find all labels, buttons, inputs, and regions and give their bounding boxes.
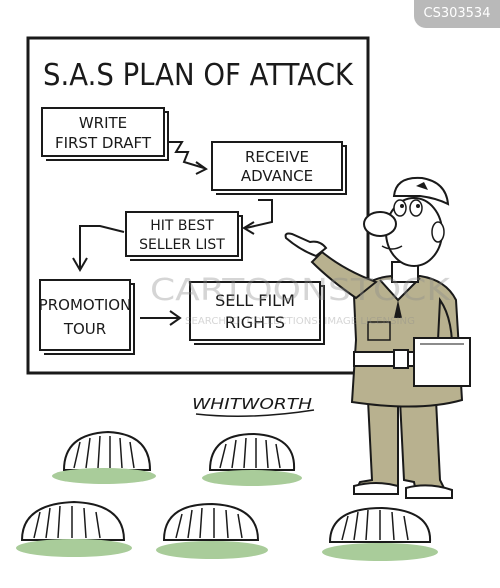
artist-signature: WHITWORTH	[192, 395, 312, 413]
audience-head-2	[202, 432, 302, 486]
box-promotion-tour: PROMOTION TOUR	[39, 279, 135, 355]
plan-board: S.A.S PLAN OF ATTACK WRITE FIRST DRAFT R…	[26, 36, 370, 375]
audience-head-4	[156, 502, 268, 559]
box-hit-best-seller-line2: SELLER LIST	[139, 237, 225, 253]
box-receive-advance-line2: ADVANCE	[241, 167, 313, 185]
soldier-legs	[354, 399, 399, 491]
box-promotion-tour-line2: TOUR	[63, 320, 106, 338]
box-promotion-tour-line1: PROMOTION	[39, 296, 132, 314]
arrow-draft-to-advance	[168, 141, 205, 169]
box-write-first-draft-line1: WRITE	[79, 114, 127, 132]
audience-head-5	[322, 506, 438, 561]
box-hit-best-seller-line1: HIT BEST	[150, 218, 214, 234]
soldier-beret	[392, 176, 450, 206]
box-write-first-draft: WRITE FIRST DRAFT	[41, 107, 169, 161]
box-sell-film-rights-line2: RIGHTS	[225, 313, 285, 332]
audience-heads	[16, 430, 438, 561]
box-receive-advance-line1: RECEIVE	[245, 148, 309, 166]
soldier-boot-left	[353, 482, 399, 495]
box-hit-best-seller: HIT BEST SELLER LIST	[125, 211, 243, 261]
soldier-figure	[284, 176, 471, 499]
soldier-pointing-hand	[284, 232, 328, 258]
board-title: S.A.S PLAN OF ATTACK	[43, 58, 354, 93]
image-id-badge: CS303534	[414, 0, 500, 28]
box-sell-film-rights: SELL FILM RIGHTS	[189, 281, 325, 345]
box-write-first-draft-line2: FIRST DRAFT	[55, 134, 152, 152]
watermark-sub: SEARCH ID: COLLECTIONS: IMAGE LICENSING	[185, 316, 415, 327]
book-icon	[413, 337, 471, 387]
watermark-main: CARTOONSTOCK	[150, 273, 452, 308]
box-receive-advance: RECEIVE ADVANCE	[211, 141, 347, 195]
arrow-advance-to-seller	[245, 199, 273, 229]
audience-head-3	[16, 500, 132, 557]
soldier-boot-right	[405, 484, 453, 499]
audience-head-1	[52, 430, 156, 484]
arrow-seller-to-promotion	[79, 225, 125, 268]
watermark: CARTOONSTOCK SEARCH ID: COLLECTIONS: IMA…	[150, 273, 452, 327]
box-sell-film-rights-line1: SELL FILM	[215, 291, 295, 310]
